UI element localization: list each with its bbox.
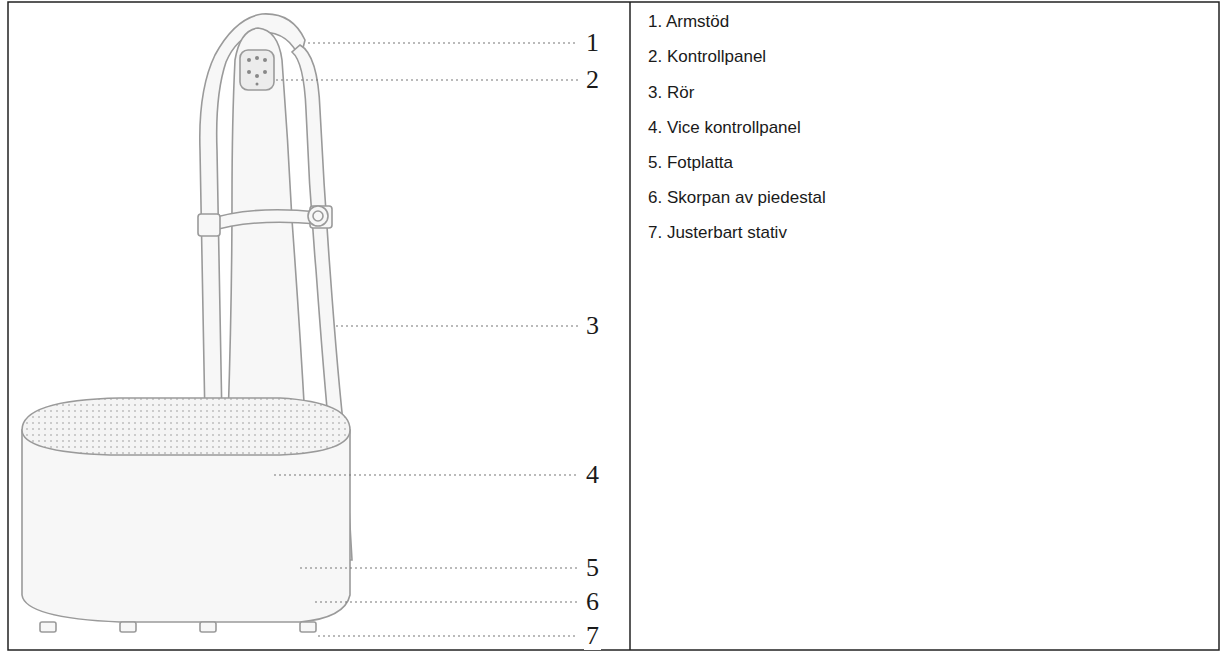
part-name: 4. Vice kontrollpanel (648, 118, 801, 138)
callout-number: 5 (584, 554, 601, 582)
callout-number: 1 (584, 29, 601, 57)
part-name: 1. Armstöd (648, 12, 729, 32)
part-name: 7. Justerbart stativ (648, 223, 787, 243)
part-name: 3. Rör (648, 83, 694, 103)
callout-number: 7 (584, 622, 601, 650)
part-name: 5. Fotplatta (648, 153, 733, 173)
callout-number: 3 (584, 312, 601, 340)
part-name: 6. Skorpan av piedestal (648, 188, 826, 208)
callout-number: 6 (584, 588, 601, 616)
callout-number: 2 (584, 66, 601, 94)
callout-number: 4 (584, 461, 601, 489)
part-name: 2. Kontrollpanel (648, 47, 766, 67)
